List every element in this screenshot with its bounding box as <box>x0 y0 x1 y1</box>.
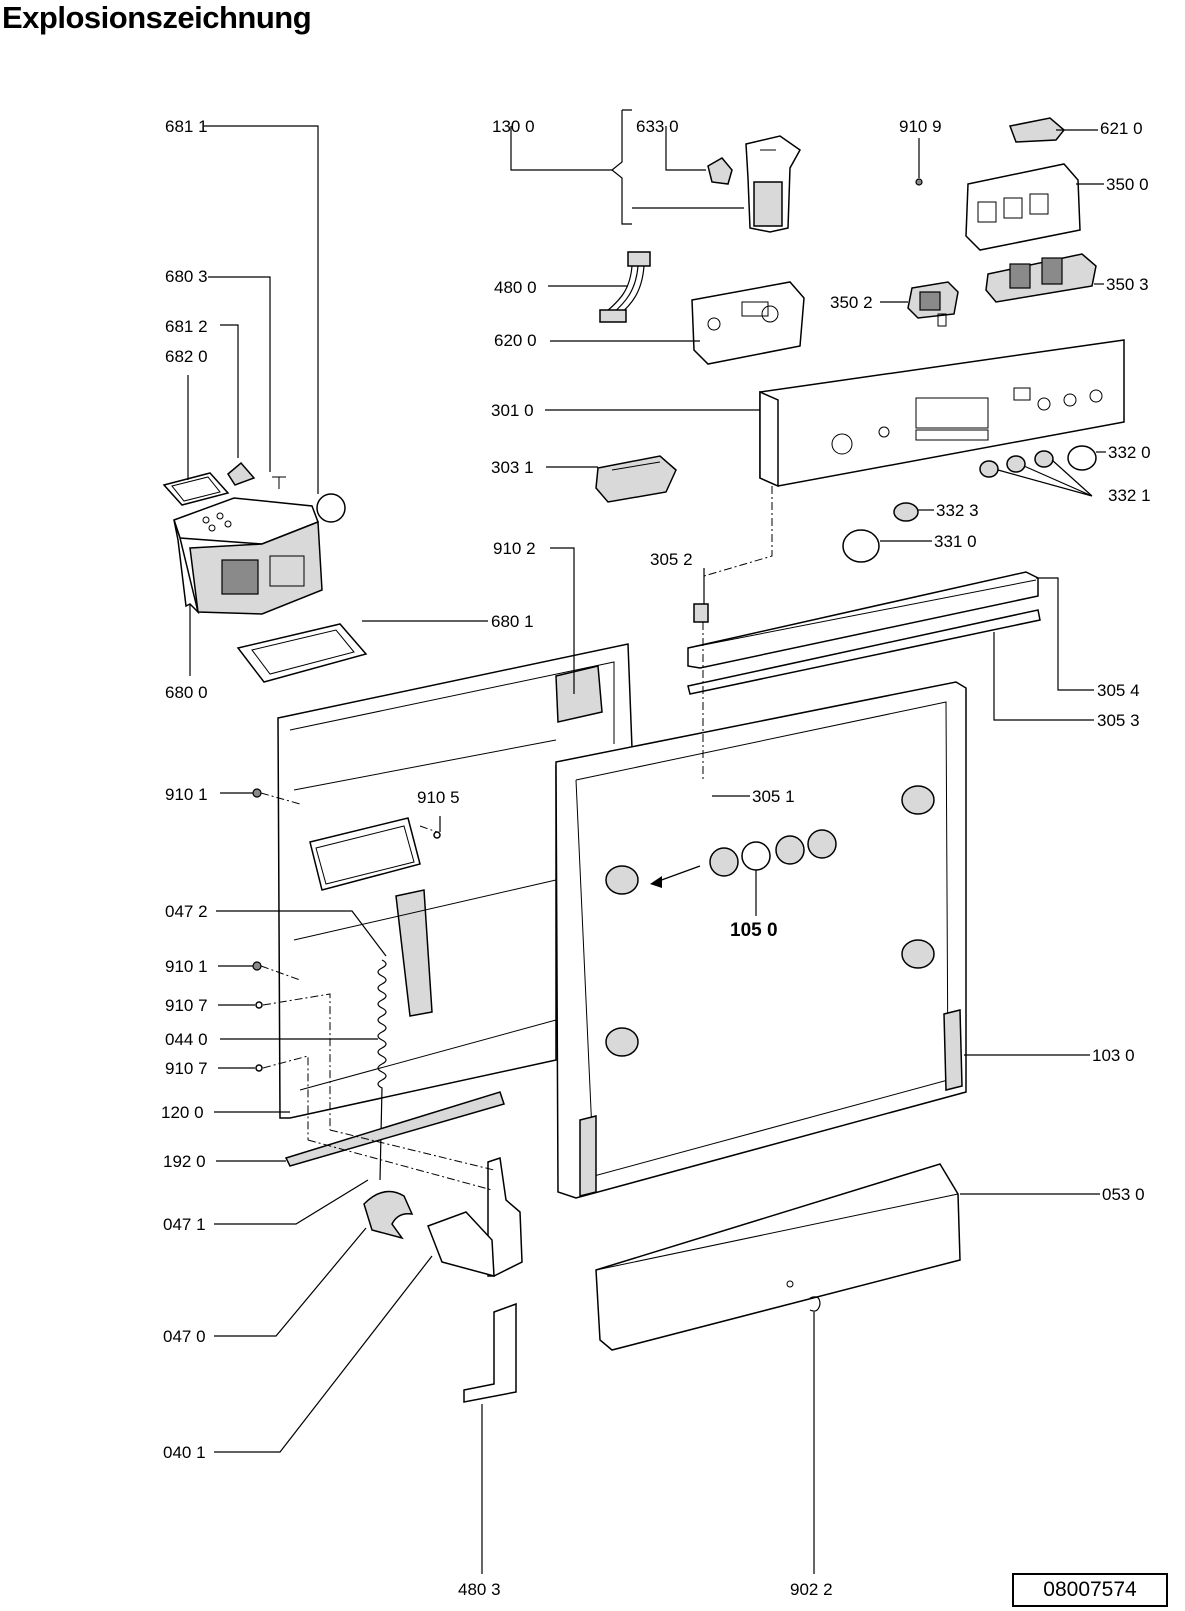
part-680-1-gasket <box>236 623 368 683</box>
part-480-0-cable <box>599 251 651 323</box>
label-105-0: 105 0 <box>730 920 778 941</box>
label-480-0: 480 0 <box>494 278 537 297</box>
part-331-0 <box>842 529 880 563</box>
label-681-2: 681 2 <box>165 317 208 336</box>
label-332-3: 332 3 <box>936 501 979 520</box>
label-910-7a: 910 7 <box>165 996 208 1015</box>
label-305-4: 305 4 <box>1097 681 1140 700</box>
part-910-7b <box>255 1064 263 1072</box>
part-910-5 <box>433 831 441 839</box>
part-103-0-outer-door <box>555 681 967 1199</box>
label-130-0: 130 0 <box>492 117 535 136</box>
part-910-9 <box>915 178 923 186</box>
label-910-2: 910 2 <box>493 539 536 558</box>
label-047-2: 047 2 <box>165 902 208 921</box>
label-305-2: 305 2 <box>650 550 693 569</box>
part-301-0-control-panel <box>759 339 1125 488</box>
label-040-1: 040 1 <box>163 1443 206 1462</box>
part-681-2 <box>227 461 256 486</box>
part-332-1a <box>979 460 999 478</box>
part-053-0-kickplate <box>595 1163 961 1351</box>
part-680-0-dispenser <box>173 497 323 615</box>
label-331-0: 331 0 <box>934 532 977 551</box>
part-332-1b <box>1006 455 1026 473</box>
label-620-0: 620 0 <box>494 331 537 350</box>
part-902-2 <box>809 1296 821 1312</box>
part-350-0 <box>965 163 1081 251</box>
label-350-0: 350 0 <box>1106 175 1149 194</box>
label-047-1: 047 1 <box>163 1215 206 1234</box>
label-681-1: 681 1 <box>165 117 208 136</box>
label-047-0: 047 0 <box>163 1327 206 1346</box>
label-902-2: 902 2 <box>790 1580 833 1599</box>
page-title: Explosionszeichnung <box>2 0 312 35</box>
part-910-1a <box>252 788 262 798</box>
part-130-0 <box>745 135 801 233</box>
part-332-0 <box>1067 445 1097 471</box>
part-303-1 <box>595 455 677 503</box>
label-680-0: 680 0 <box>165 683 208 702</box>
label-192-0: 192 0 <box>163 1152 206 1171</box>
label-350-3: 350 3 <box>1106 275 1149 294</box>
part-192-0-rail <box>284 1091 505 1167</box>
label-044-0: 044 0 <box>165 1030 208 1049</box>
part-305-4-rail <box>687 571 1039 669</box>
document-number: 08007574 <box>1012 1573 1168 1607</box>
label-332-0: 332 0 <box>1108 443 1151 462</box>
part-047-0-lever <box>363 1190 414 1240</box>
label-910-9: 910 9 <box>899 117 942 136</box>
label-332-1: 332 1 <box>1108 486 1151 505</box>
label-303-1: 303 1 <box>491 458 534 477</box>
part-910-7a <box>255 1001 263 1009</box>
part-621-0 <box>1008 117 1066 143</box>
label-120-0: 120 0 <box>161 1103 204 1122</box>
part-332-1c <box>1034 450 1054 468</box>
part-680-3 <box>272 476 286 489</box>
part-620-0-board <box>691 281 805 365</box>
part-044-0-spring <box>377 959 387 1181</box>
label-910-1b: 910 1 <box>165 957 208 976</box>
label-910-5: 910 5 <box>417 788 460 807</box>
label-350-2: 350 2 <box>830 293 873 312</box>
label-053-0: 053 0 <box>1102 1185 1145 1204</box>
part-hinge-plate <box>427 1157 523 1277</box>
label-480-3: 480 3 <box>458 1580 501 1599</box>
label-633-0: 633 0 <box>636 117 679 136</box>
part-105-0-rollers <box>650 829 837 888</box>
label-910-7b: 910 7 <box>165 1059 208 1078</box>
label-301-0: 301 0 <box>491 401 534 420</box>
part-681-1 <box>316 493 346 523</box>
label-621-0: 621 0 <box>1100 119 1143 138</box>
part-633-0 <box>707 157 733 185</box>
label-680-3: 680 3 <box>165 267 208 286</box>
label-910-1a: 910 1 <box>165 785 208 804</box>
label-682-0: 682 0 <box>165 347 208 366</box>
part-682-0 <box>162 472 230 506</box>
part-480-3-bracket <box>463 1302 517 1403</box>
label-680-1: 680 1 <box>491 612 534 631</box>
label-305-1: 305 1 <box>752 787 795 806</box>
label-305-3: 305 3 <box>1097 711 1140 730</box>
part-305-3-strip <box>687 609 1041 695</box>
part-332-3 <box>893 502 919 522</box>
part-350-3 <box>985 253 1097 303</box>
part-120-0-inner-frame <box>277 643 633 1119</box>
part-305-2 <box>693 603 709 623</box>
part-910-1b <box>252 961 262 971</box>
label-103-0: 103 0 <box>1092 1046 1135 1065</box>
part-350-2 <box>907 281 959 327</box>
